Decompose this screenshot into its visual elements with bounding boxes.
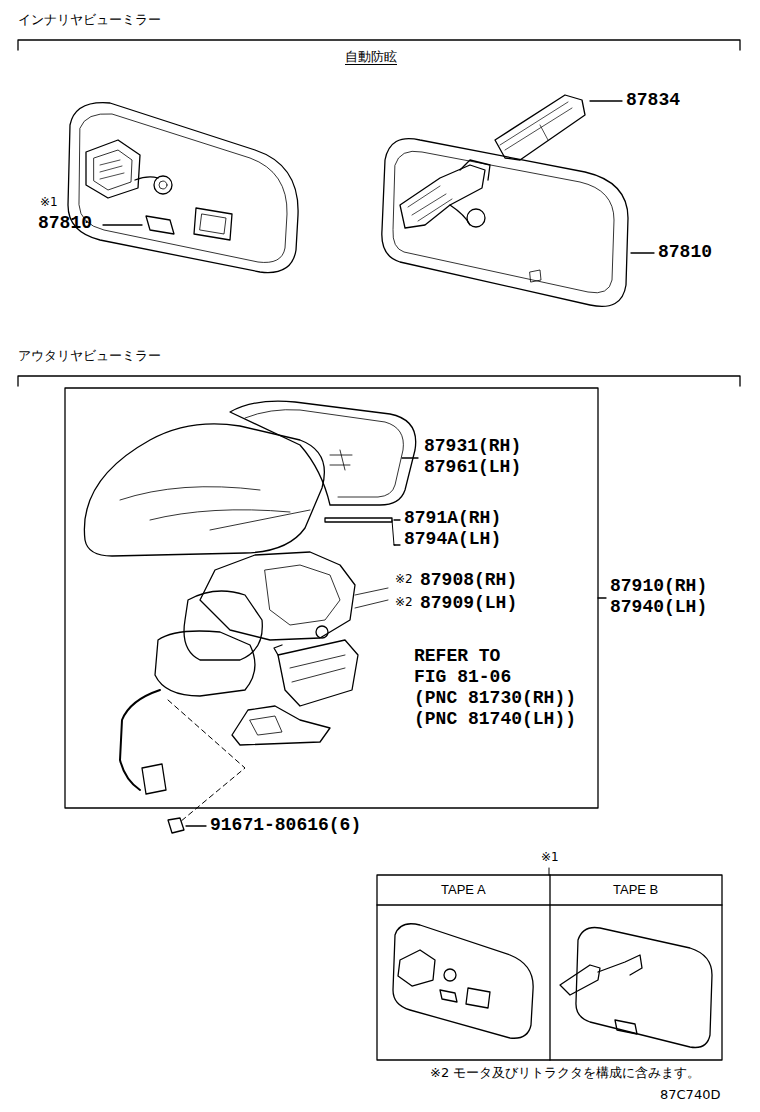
inner-mirror-illustration — [382, 95, 654, 306]
assembly-frame — [65, 388, 598, 808]
variant-note: 自動防眩 — [345, 50, 397, 65]
part-number: 8791A(RH) — [404, 509, 501, 529]
table-cell: TAPE B — [613, 883, 658, 897]
part-number: 87910(RH) — [610, 577, 707, 597]
outer-mirror-illustration — [84, 401, 418, 833]
figure-code: 87C740D — [660, 1088, 720, 1102]
tape-table — [377, 868, 722, 1060]
footnote: ※2 モータ及びリトラクタを構成に含みます。 — [430, 1066, 700, 1080]
note-mark: ※2 — [395, 596, 413, 609]
part-number: 87810 — [658, 243, 712, 263]
reference-note: FIG 81-06 — [414, 668, 511, 688]
note-mark: ※1 — [40, 196, 58, 209]
part-number: 87931(RH) — [424, 437, 521, 457]
section-heading: アウタリヤビューミラー — [18, 349, 161, 363]
part-number: 91671-80616(6) — [210, 816, 361, 836]
reference-note: (PNC 81740(LH)) — [414, 710, 576, 730]
part-number: 87834 — [626, 91, 680, 111]
part-number: 87908(RH) — [420, 571, 517, 591]
part-number: 87940(LH) — [610, 598, 707, 618]
part-number: 87909(LH) — [420, 594, 517, 614]
reference-note: (PNC 81730(RH)) — [414, 689, 576, 709]
section-bracket — [18, 40, 740, 386]
table-cell: TAPE A — [441, 883, 486, 897]
part-number: 87961(LH) — [424, 458, 521, 478]
note-mark: ※1 — [541, 851, 559, 864]
leader-line — [598, 597, 606, 598]
note-mark: ※2 — [395, 573, 413, 586]
part-number: 8794A(LH) — [404, 530, 501, 550]
section-heading: インナリヤビューミラー — [18, 13, 161, 27]
inner-mirror-illustration — [68, 103, 298, 273]
reference-note: REFER TO — [414, 647, 500, 667]
part-number: 87810 — [38, 214, 92, 234]
